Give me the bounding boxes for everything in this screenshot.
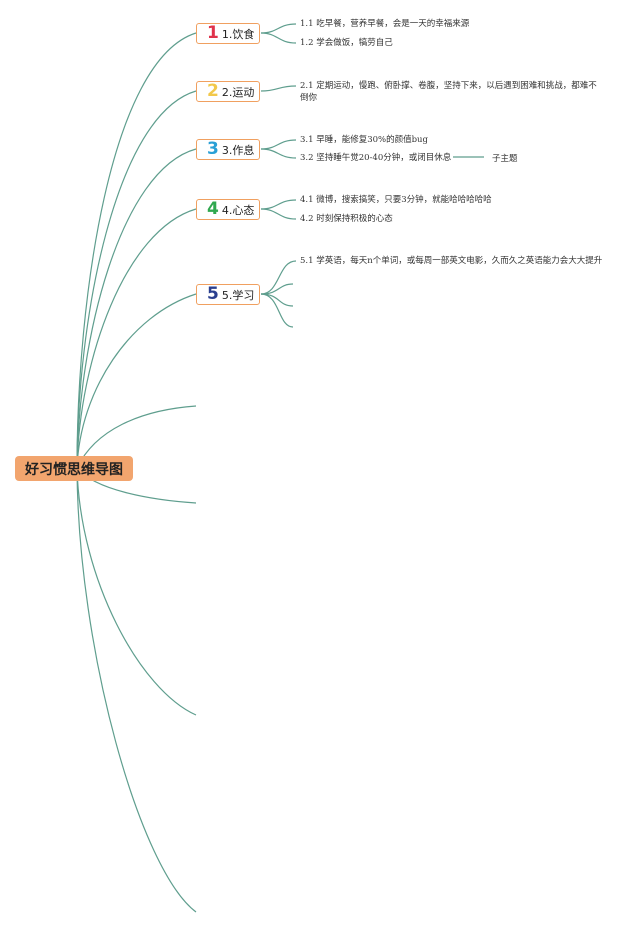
connector-branch-5-empty-2: [260, 293, 294, 307]
connector-branch-5-leaf-1: [260, 260, 297, 295]
connector-branch-4-leaf-1: [260, 199, 297, 210]
number-1-icon: 1: [207, 23, 219, 43]
root-topic-label: 好习惯思维导图: [25, 461, 123, 478]
leaf-2-1[interactable]: 2.1 定期运动，慢跑、俯卧撑、卷腹，坚持下来，以后遇到困难和挑战，都难不倒你: [300, 81, 597, 103]
number-2-icon: 2: [207, 81, 219, 101]
connector-branch-3-leaf-2: [260, 148, 297, 159]
connector-root-empty-4: [76, 467, 197, 913]
branch-topic-3[interactable]: 3 3.作息: [196, 139, 260, 160]
connector-root-empty-1: [76, 405, 197, 469]
leaf-5-1[interactable]: 5.1 学英语，每天n个单词，或每周一部英文电影，久而久之英语能力会大大提升: [300, 256, 603, 266]
leaf-3-1[interactable]: 3.1 早睡，能修复30%的颜值bug: [300, 135, 428, 145]
leaf-1-2[interactable]: 1.2 学会做饭，犒劳自己: [300, 38, 393, 48]
connector-branch-1-leaf-1: [260, 23, 297, 34]
connector-branch-2-leaf-1: [260, 85, 297, 92]
connector-root-branch-4: [76, 208, 197, 469]
branch-label-2: 2.运动: [221, 85, 255, 99]
number-5-icon: 5: [207, 284, 219, 304]
connector-branch-5-empty-3: [260, 293, 294, 328]
connector-branch-5-empty-1: [260, 283, 294, 295]
connector-branch-1-leaf-2: [260, 32, 297, 44]
number-3-icon: 3: [207, 139, 219, 159]
leaf-4-2[interactable]: 4.2 时刻保持积极的心态: [300, 214, 393, 224]
branch-label-3: 3.作息: [221, 143, 255, 157]
branch-topic-5[interactable]: 5 5.学习: [196, 284, 260, 305]
branch-topic-1[interactable]: 1 1.饮食: [196, 23, 260, 44]
leaf-1-1[interactable]: 1.1 吃早餐，营养早餐，会是一天的幸福来源: [300, 19, 470, 29]
branch-label-5: 5.学习: [221, 288, 255, 302]
branch-topic-4[interactable]: 4 4.心态: [196, 199, 260, 220]
root-topic[interactable]: 好习惯思维导图: [15, 456, 133, 481]
leaf-4-1[interactable]: 4.1 微博，搜索搞笑，只要3分钟，就能哈哈哈哈哈: [300, 195, 492, 205]
connector-root-empty-3: [76, 467, 197, 716]
connector-branch-4-leaf-2: [260, 208, 297, 220]
leaf-3-2[interactable]: 3.2 坚持睡午觉20-40分钟，或闭目休息: [300, 153, 452, 163]
connector-root-branch-1: [76, 32, 197, 469]
branch-topic-2[interactable]: 2 2.运动: [196, 81, 260, 102]
connector-root-branch-2: [76, 90, 197, 469]
branch-label-4: 4.心态: [221, 203, 255, 217]
connector-branch-3-leaf-1: [260, 139, 297, 150]
connector-root-branch-3: [76, 148, 197, 469]
number-4-icon: 4: [207, 199, 219, 219]
subtopic-3-2-1[interactable]: 子主题: [492, 154, 518, 164]
branch-label-1: 1.饮食: [221, 27, 255, 41]
connector-root-branch-5: [76, 293, 197, 469]
